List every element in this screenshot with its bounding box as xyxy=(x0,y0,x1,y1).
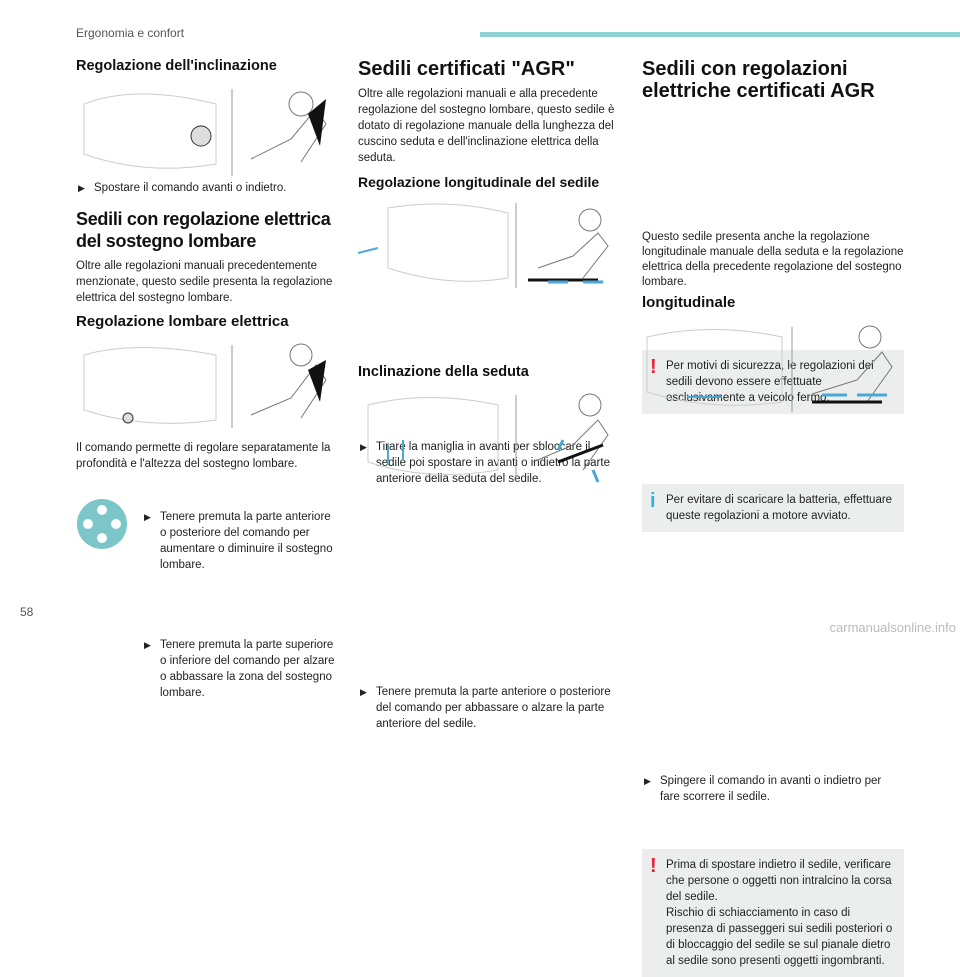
paragraph-also: Questo sedile presenta anche la regolazi… xyxy=(642,231,904,288)
heading-electric-lumbar: Sedili con regolazione elettrica del sos… xyxy=(76,209,331,251)
bullet-arrow-icon: ▶ xyxy=(644,776,651,786)
heading-inclination: Regolazione dell'inclinazione xyxy=(76,58,277,74)
heading-lumbar: Regolazione lombare elettrica xyxy=(76,313,289,330)
heading-electric-agr: Sedili con regolazioni elettriche certif… xyxy=(642,58,875,102)
bullet-seat-tilt: ▶Tenere premuta la parte anteriore o pos… xyxy=(360,686,611,730)
bullet-lumbar-1: ▶Tenere premuta la parte anteriore o pos… xyxy=(144,511,333,571)
lumbar-control-icon xyxy=(77,499,127,549)
page-number: 58 xyxy=(20,605,34,619)
bullet-arrow-icon: ▶ xyxy=(360,442,367,452)
bullet-arrow-icon: ▶ xyxy=(360,687,367,697)
lumbar-illustration xyxy=(83,343,327,428)
bullet-longitudinal: ▶Tirare la maniglia in avanti per sblocc… xyxy=(360,441,610,485)
seat-electric-slide-illustration xyxy=(646,325,893,412)
section-title: Ergonomia e confort xyxy=(76,26,185,40)
heading-seat-tilt: Inclinazione della seduta xyxy=(358,364,529,380)
header-bar xyxy=(480,32,960,37)
bullet-push-control: ▶Spingere il comando in avanti o indietr… xyxy=(644,775,882,803)
info-icon: i xyxy=(650,490,656,512)
paragraph-agr: Oltre alle regolazioni manuali e alla pr… xyxy=(358,88,615,164)
paragraph-lumbar: Il comando permette di regolare separata… xyxy=(76,442,331,470)
bullet-arrow-icon: ▶ xyxy=(78,183,85,193)
seat-recline-illustration xyxy=(83,89,327,176)
seat-slide-illustration xyxy=(358,203,609,288)
heading-longitudinale: longitudinale xyxy=(642,294,736,311)
watermark: carmanualsonline.info xyxy=(829,620,956,635)
warning-box-crush: !Prima di spostare indietro il sedile, v… xyxy=(642,849,904,977)
warning-icon: ! xyxy=(650,356,657,378)
bullet-lumbar-2: ▶Tenere premuta la parte superiore o inf… xyxy=(144,639,335,699)
bullet-inclination: ▶Spostare il comando avanti o indietro. xyxy=(78,182,287,194)
paragraph-electric-lumbar: Oltre alle regolazioni manuali precedent… xyxy=(76,260,333,304)
seat-tilt-illustration xyxy=(367,393,609,483)
heading-agr: Sedili certificati "AGR" xyxy=(358,58,575,80)
warning-icon: ! xyxy=(650,855,657,877)
bullet-arrow-icon: ▶ xyxy=(144,640,151,650)
bullet-arrow-icon: ▶ xyxy=(144,512,151,522)
heading-longitudinal: Regolazione longitudinale del sedile xyxy=(358,174,600,190)
